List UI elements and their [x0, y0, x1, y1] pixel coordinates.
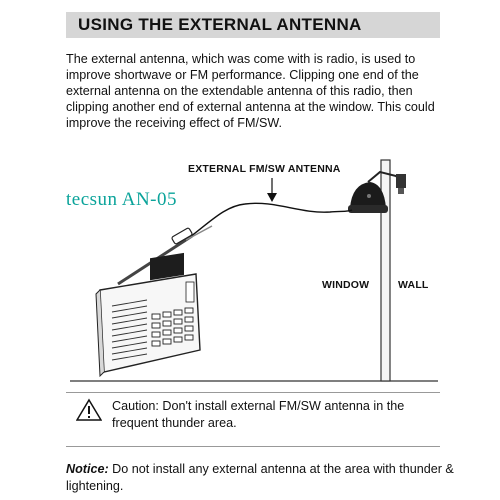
section-header: USING THE EXTERNAL ANTENNA: [66, 12, 440, 38]
antenna-clip: [171, 227, 193, 245]
arrow-down-icon: [267, 178, 277, 202]
window-label: WINDOW: [322, 279, 370, 291]
intro-paragraph: The external antenna, which was come wit…: [66, 52, 435, 130]
caution-bottom-divider: [66, 446, 440, 447]
wall-post: [380, 159, 391, 382]
caution-top-divider: [66, 392, 440, 393]
section-title: USING THE EXTERNAL ANTENNA: [78, 15, 362, 34]
notice-paragraph: Notice: Do not install any external ante…: [66, 461, 456, 495]
radio-icon: [95, 252, 201, 378]
caution-box: Caution: Don't install external FM/SW an…: [76, 398, 442, 432]
wall-label: WALL: [398, 279, 429, 291]
antenna-label: EXTERNAL FM/SW ANTENNA: [188, 163, 341, 175]
warning-triangle-icon: [76, 398, 102, 421]
notice-label: Notice:: [66, 462, 109, 476]
window-clip-icon: [348, 170, 406, 213]
brand-label: tecsun AN-05: [66, 189, 178, 210]
antenna-cable: [189, 202, 353, 238]
caution-text: Caution: Don't install external FM/SW an…: [112, 399, 405, 430]
notice-text: Do not install any external antenna at t…: [66, 462, 454, 493]
